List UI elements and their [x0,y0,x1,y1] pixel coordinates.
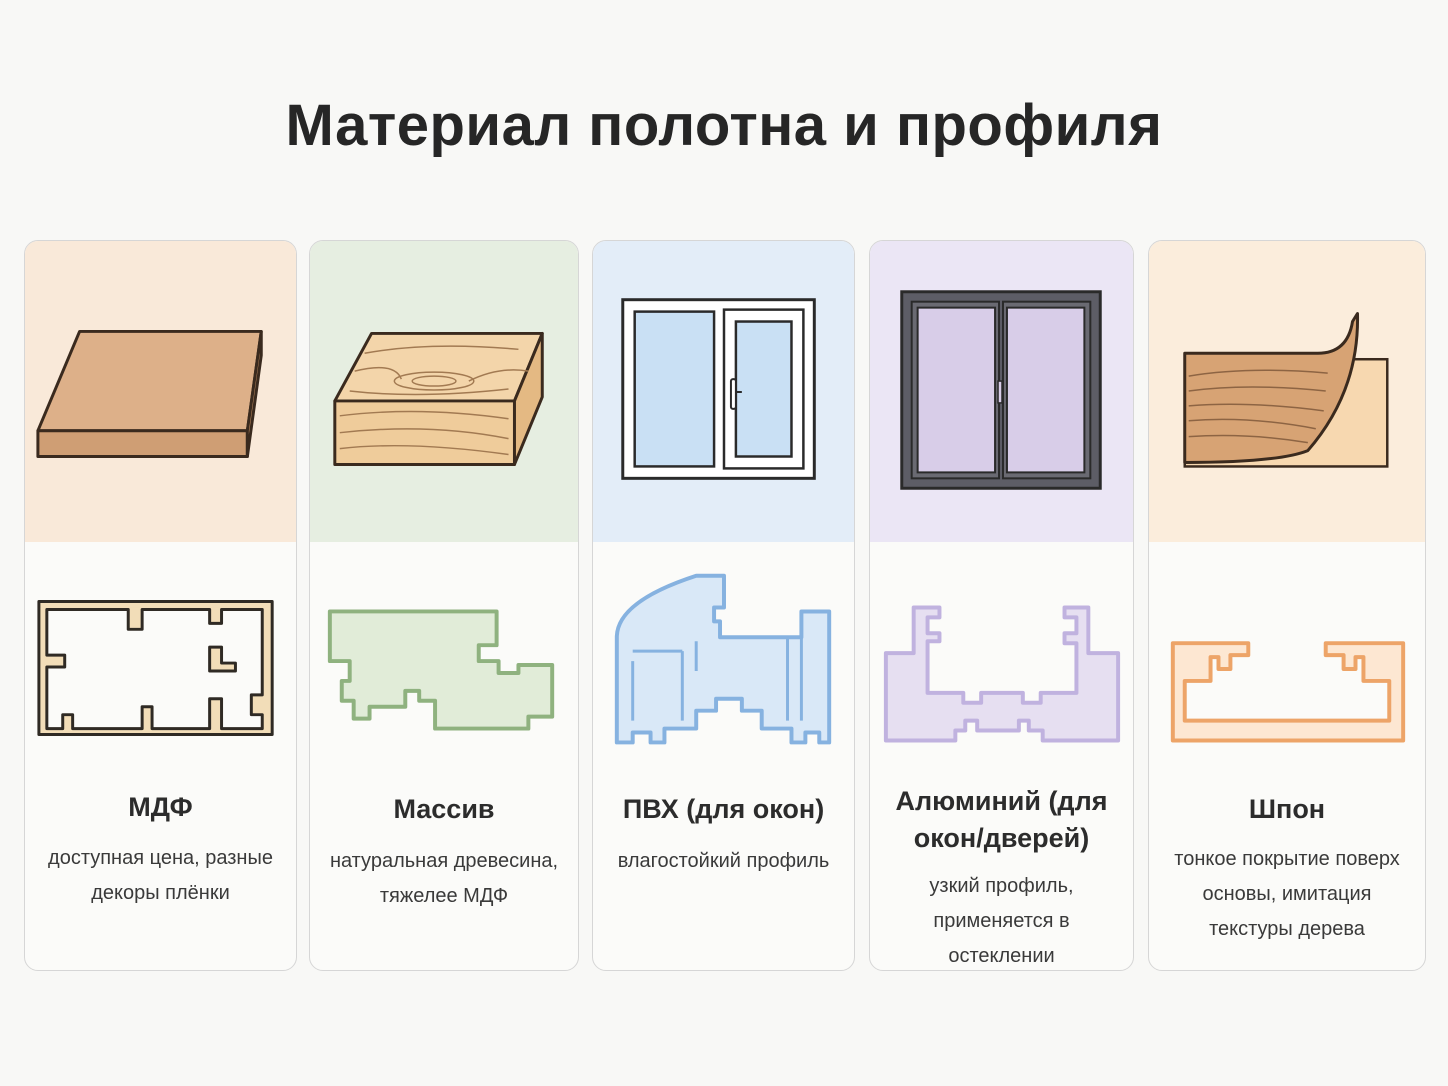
card-solid-wood: Массив натуральная древесина, тяжелее МД… [309,240,579,971]
solid-wood-block-icon [333,331,544,466]
solid-wood-profile-section-icon [327,609,555,731]
card-pvc: ПВХ (для окон) влагостойкий профиль [592,240,855,971]
card-description: доступная цена, разные декоры плёнки [48,847,273,904]
pvc-profile-section-icon [614,573,832,745]
card-title: Шпон [1248,794,1326,824]
card-title: Массив [393,794,495,824]
card-title: ПВХ (для окон) [622,794,825,824]
page-title: Материал полотна и профиля [285,93,1163,158]
aluminium-window-icon [900,290,1102,490]
card-aluminium: Алюминий (для окон/дверей) узкий профиль… [869,240,1134,971]
card-mdf: МДФ доступная цена, разные декоры плёнки [24,240,297,971]
card-description: узкий профиль, применяется в остеклении [929,875,1074,967]
pvc-window-icon [621,298,816,480]
card-title: Алюминий (для окон/дверей) [895,786,1108,853]
veneer-profile-section-icon [1170,641,1406,743]
mdf-profile-section-icon [37,600,274,737]
card-description: тонкое покрытие поверх основы, имитация … [1174,848,1400,940]
aluminium-profile-section-icon [883,605,1121,743]
card-description: натуральная древесина, тяжелее МДФ [329,850,559,907]
card-title: МДФ [128,792,193,822]
card-veneer: Шпон тонкое покрытие поверх основы, имит… [1148,240,1426,971]
mdf-board-icon [36,329,263,459]
card-description: влагостойкий профиль [617,850,830,872]
veneer-sheet-icon [1183,312,1389,468]
